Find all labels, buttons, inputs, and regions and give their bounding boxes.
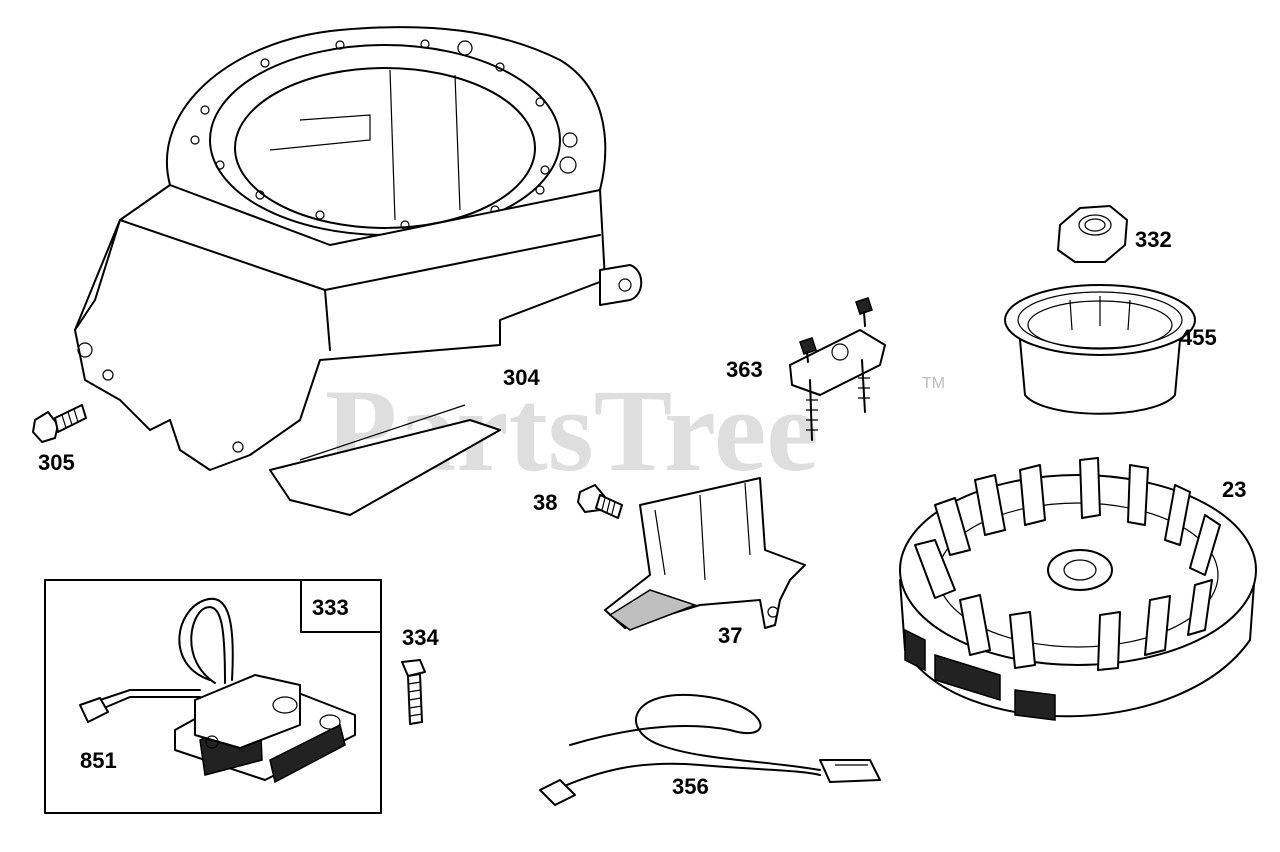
- screw-38-drawing[interactable]: [577, 484, 623, 519]
- part-label-356[interactable]: 356: [672, 774, 709, 799]
- part-label-23[interactable]: 23: [1222, 477, 1246, 502]
- flywheel-nut-332-drawing[interactable]: [1057, 205, 1128, 263]
- part-label-305[interactable]: 305: [38, 450, 75, 475]
- part-label-332[interactable]: 332: [1135, 227, 1172, 252]
- screw-334-drawing[interactable]: [401, 659, 426, 725]
- bracket-assembly-363-drawing[interactable]: [789, 297, 886, 441]
- air-guide-37-drawing[interactable]: [604, 477, 806, 631]
- inset-box-333[interactable]: [44, 579, 382, 814]
- part-label-455[interactable]: 455: [1180, 325, 1217, 350]
- part-label-363[interactable]: 363: [726, 357, 763, 382]
- blower-housing-drawing[interactable]: [74, 26, 643, 516]
- starter-cup-455-drawing[interactable]: [1004, 284, 1196, 415]
- part-label-851[interactable]: 851: [80, 748, 117, 773]
- watermark-trademark: TM: [922, 375, 945, 392]
- part-label-37[interactable]: 37: [718, 623, 742, 648]
- part-label-333[interactable]: 333: [312, 595, 349, 620]
- flywheel-23-drawing[interactable]: [899, 457, 1257, 721]
- part-label-304[interactable]: 304: [503, 365, 540, 390]
- part-label-38[interactable]: 38: [533, 490, 557, 515]
- ignition-armature-drawing[interactable]: [79, 597, 356, 784]
- part-label-334[interactable]: 334: [402, 625, 439, 650]
- bolt-305-drawing[interactable]: [32, 404, 87, 443]
- ground-wire-356-drawing[interactable]: [539, 693, 881, 806]
